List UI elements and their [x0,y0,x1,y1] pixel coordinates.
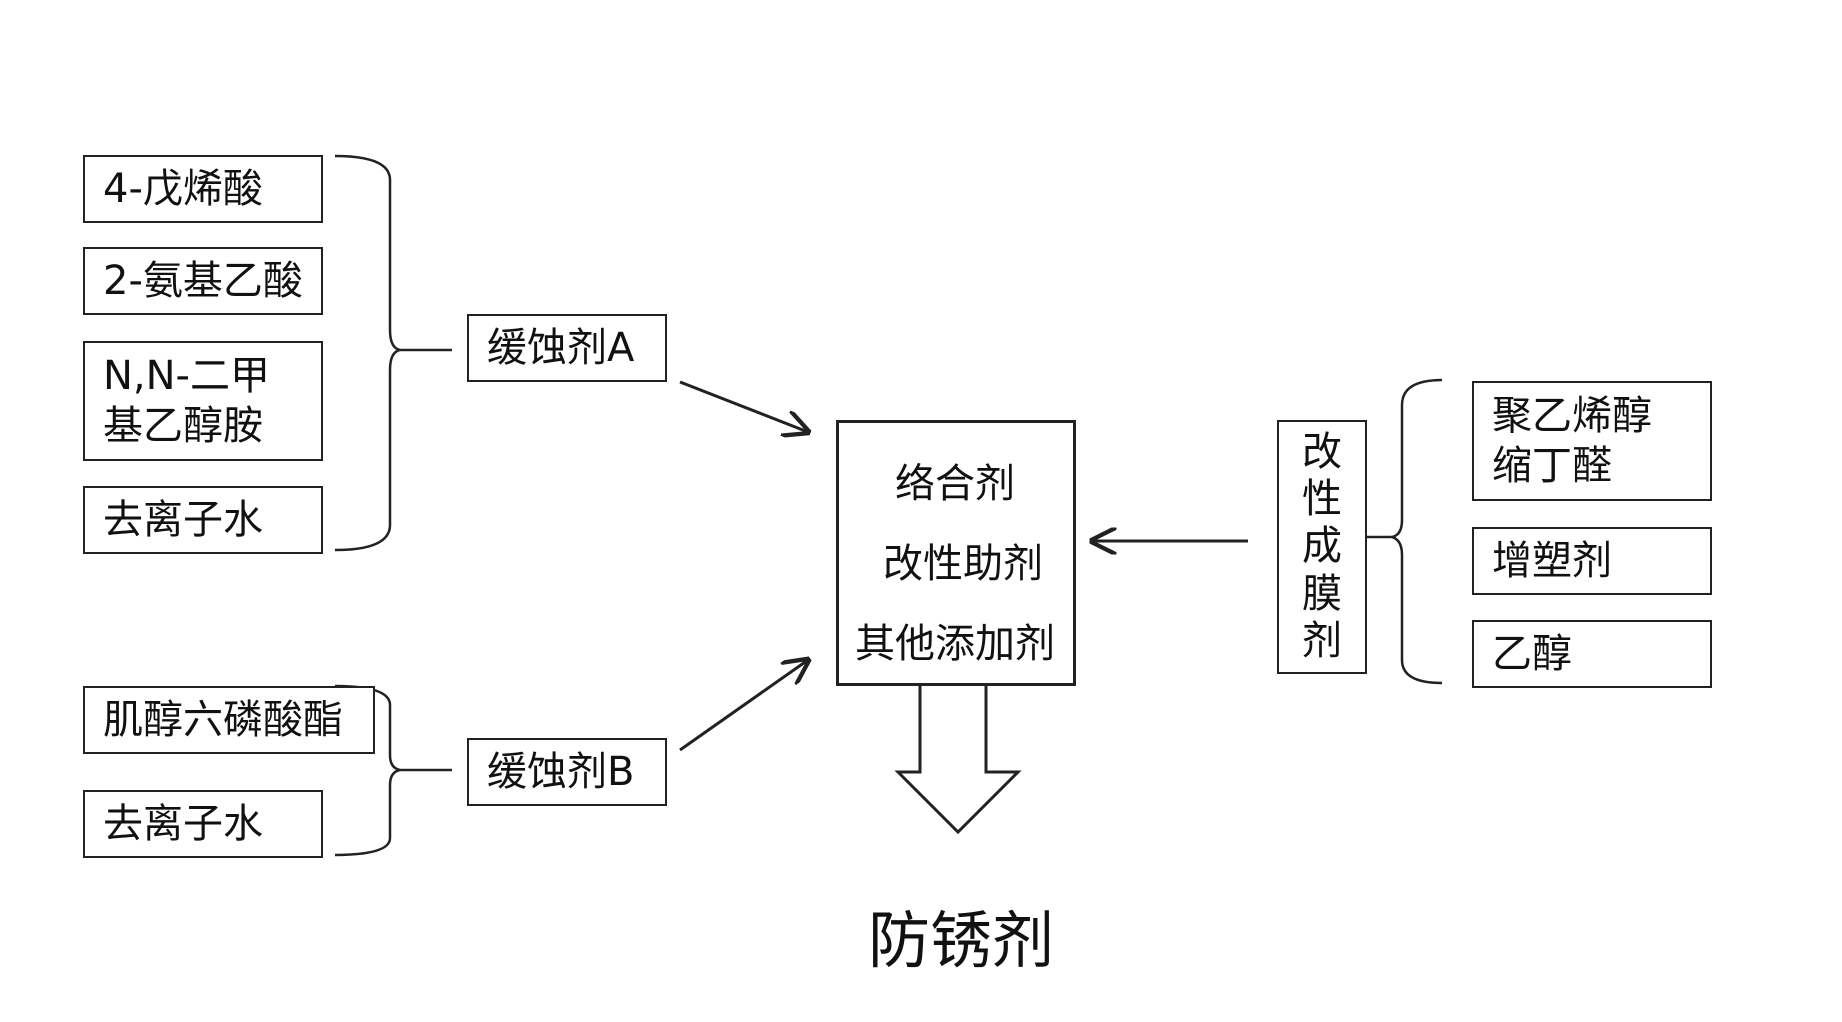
mixing-box: 络合剂 改性助剂 其他添加剂 [836,420,1076,686]
component-label: 去离子水 [103,497,263,543]
inhibitor-a-box: 缓蚀剂A [467,314,667,382]
inhibitor-a-label: 缓蚀剂A [487,325,635,371]
component-label-line-1: 聚乙烯醇 [1492,393,1652,439]
center-line-other-additives: 其他添加剂 [855,621,1055,667]
brace-inhibitor-a [334,154,452,552]
product-label: 防锈剂 [868,904,1055,977]
component-ethanol: 乙醇 [1472,620,1712,688]
component-label-line-2: 基乙醇胺 [103,403,263,449]
arrow-a-to-center [679,380,808,432]
component-label-line-2: 缩丁醛 [1492,443,1612,489]
component-dimethylethanolamine: N,N-二甲 基乙醇胺 [83,341,323,461]
component-label: 2-氨基乙酸 [103,258,303,304]
component-label: 4-戊烯酸 [103,166,263,212]
component-label: 乙醇 [1492,631,1572,677]
component-label: 肌醇六磷酸酯 [103,697,343,743]
film-former-label: 改性成膜剂 [1302,429,1342,664]
component-plasticizer: 增塑剂 [1472,527,1712,595]
component-deionized-water-a: 去离子水 [83,486,323,554]
inhibitor-b-box: 缓蚀剂B [467,738,667,806]
down-arrow-icon [894,685,1022,835]
component-phytate-ester: 肌醇六磷酸酯 [83,686,375,754]
component-label-line-1: N,N-二甲 [103,353,270,399]
component-label: 去离子水 [103,801,263,847]
inhibitor-b-label: 缓蚀剂B [487,749,635,795]
brace-film-former [1367,378,1443,685]
arrow-b-to-center [679,660,808,752]
component-aminoacetic-acid: 2-氨基乙酸 [83,247,323,315]
component-pentenoic-acid: 4-戊烯酸 [83,155,323,223]
component-polyvinyl-butyral: 聚乙烯醇 缩丁醛 [1472,381,1712,501]
component-label: 增塑剂 [1492,538,1612,584]
component-deionized-water-b: 去离子水 [83,790,323,858]
film-former-box: 改性成膜剂 [1277,420,1367,674]
center-line-modifying-aid: 改性助剂 [883,541,1043,587]
center-line-complexing-agent: 络合剂 [895,461,1015,507]
